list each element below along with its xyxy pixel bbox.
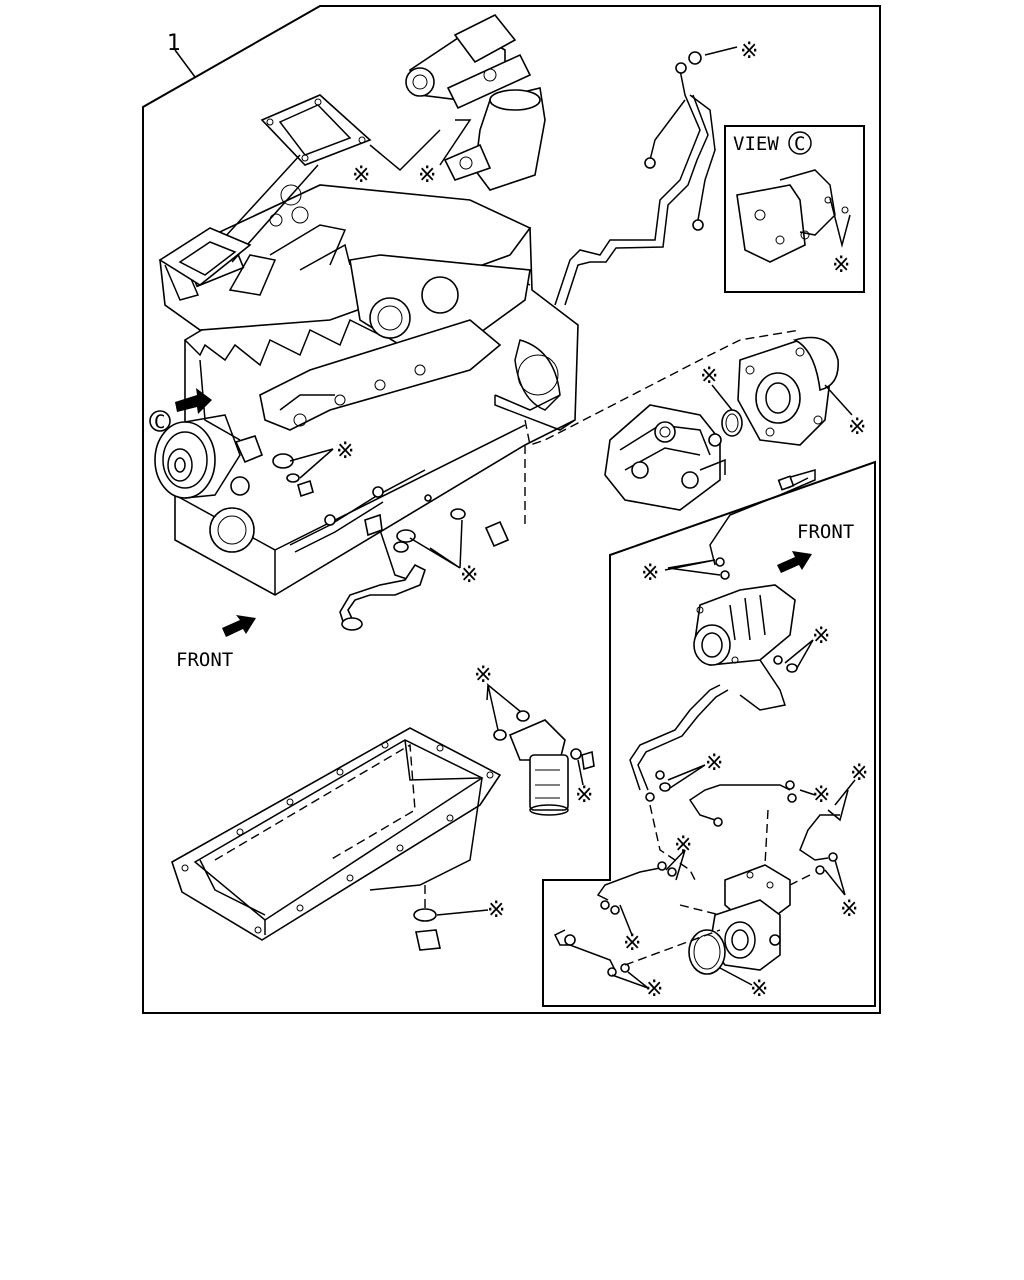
diagram-frame xyxy=(142,5,881,1014)
rear-seal-opening xyxy=(209,507,255,553)
drain-pipe xyxy=(553,929,616,971)
asterisk-mark: ※ xyxy=(418,163,436,188)
egr-valve xyxy=(405,13,546,191)
leader-line xyxy=(439,119,472,166)
leader-line xyxy=(577,759,584,786)
asterisk-mark: ※ xyxy=(460,563,478,588)
fuel-rail xyxy=(259,319,502,431)
leader-line xyxy=(619,904,633,936)
view-c-inset: VIEW C ※ xyxy=(724,125,865,293)
injection-pipe xyxy=(554,51,716,306)
asterisk-mark: ※ xyxy=(336,439,354,464)
asterisk-mark: ※ xyxy=(645,977,663,1002)
feed-pipe-2 xyxy=(739,659,786,711)
asterisk-mark: ※ xyxy=(850,761,868,786)
drain-washer xyxy=(413,908,437,922)
leader-line xyxy=(719,967,753,986)
leader-line xyxy=(824,384,853,416)
view-marker-letter: C xyxy=(154,411,165,433)
leader-line xyxy=(704,46,738,56)
egr-pipe xyxy=(474,87,546,191)
asterisk-mark: ※ xyxy=(812,783,830,808)
feed-pipe xyxy=(629,684,721,791)
front-label-right: FRONT xyxy=(797,521,854,543)
view-letter: C xyxy=(794,133,805,155)
asterisk-mark: ※ xyxy=(840,897,858,922)
bracket-part xyxy=(736,169,849,263)
leader-line xyxy=(827,789,849,822)
asterisk-mark: ※ xyxy=(705,751,723,776)
asterisk-mark: ※ xyxy=(352,163,370,188)
asterisk-mark: ※ xyxy=(700,364,718,389)
asterisk-mark: ※ xyxy=(474,663,492,688)
injection-pipe-lower xyxy=(596,867,661,901)
exhaust-manifold xyxy=(259,254,531,431)
oil-filter xyxy=(493,710,595,816)
supply-pump-lower xyxy=(709,864,791,971)
asterisk-mark: ※ xyxy=(740,39,758,64)
drain-plug-pan xyxy=(415,929,441,951)
leak-off-pipe xyxy=(688,784,791,821)
view-c-frame xyxy=(724,125,865,293)
supply-pump-upper xyxy=(693,584,798,673)
leader-line xyxy=(369,129,441,172)
thermostat-fitting xyxy=(234,435,314,498)
asterisk-mark: ※ xyxy=(674,833,692,858)
leader-line xyxy=(289,448,334,479)
asterisk-mark: ※ xyxy=(575,783,593,808)
pump-housing xyxy=(737,336,839,446)
asterisk-mark: ※ xyxy=(487,898,505,923)
leader-line xyxy=(486,683,522,731)
item-leader-line xyxy=(174,49,196,78)
egr-gasket xyxy=(446,53,532,110)
injection-pump xyxy=(604,404,726,511)
leader-line xyxy=(664,559,721,576)
drain-plug xyxy=(484,520,510,548)
leader-line xyxy=(436,909,489,916)
return-pipe-right xyxy=(799,814,840,861)
fuel-line-inset-frame xyxy=(542,460,876,1007)
front-label-left: FRONT xyxy=(176,649,233,671)
asterisk-mark: ※ xyxy=(750,977,768,1002)
view-letter-circle xyxy=(788,131,812,155)
asterisk-mark: ※ xyxy=(623,931,641,956)
lower-pump-o-ring xyxy=(688,929,726,975)
front-arrow-right xyxy=(777,551,812,573)
leader-line xyxy=(611,971,649,989)
asterisk-mark: ※ xyxy=(832,253,850,278)
asterisk-mark: ※ xyxy=(812,624,830,649)
item-number-label: 1 xyxy=(167,31,181,56)
view-direction-arrow xyxy=(175,388,212,414)
oil-gallery xyxy=(289,469,510,631)
housing-gasket xyxy=(792,336,839,391)
dashed-leader xyxy=(524,329,801,446)
oil-pan xyxy=(171,727,502,941)
return-pipe xyxy=(709,469,816,566)
leader-line xyxy=(711,384,733,411)
front-arrow-left xyxy=(222,615,256,637)
asterisk-mark: ※ xyxy=(848,415,866,440)
front-pulley xyxy=(154,414,241,499)
pipe-gasket xyxy=(443,143,492,181)
view-label: VIEW xyxy=(733,133,779,155)
leader-line xyxy=(409,519,463,569)
leader-line xyxy=(667,764,706,789)
intake-cover-plate xyxy=(158,94,372,286)
manifold-gasket xyxy=(158,227,252,286)
leader-line xyxy=(665,849,686,881)
asterisk-mark: ※ xyxy=(641,561,659,586)
view-marker-circle xyxy=(149,410,171,432)
leader-line xyxy=(784,639,814,669)
